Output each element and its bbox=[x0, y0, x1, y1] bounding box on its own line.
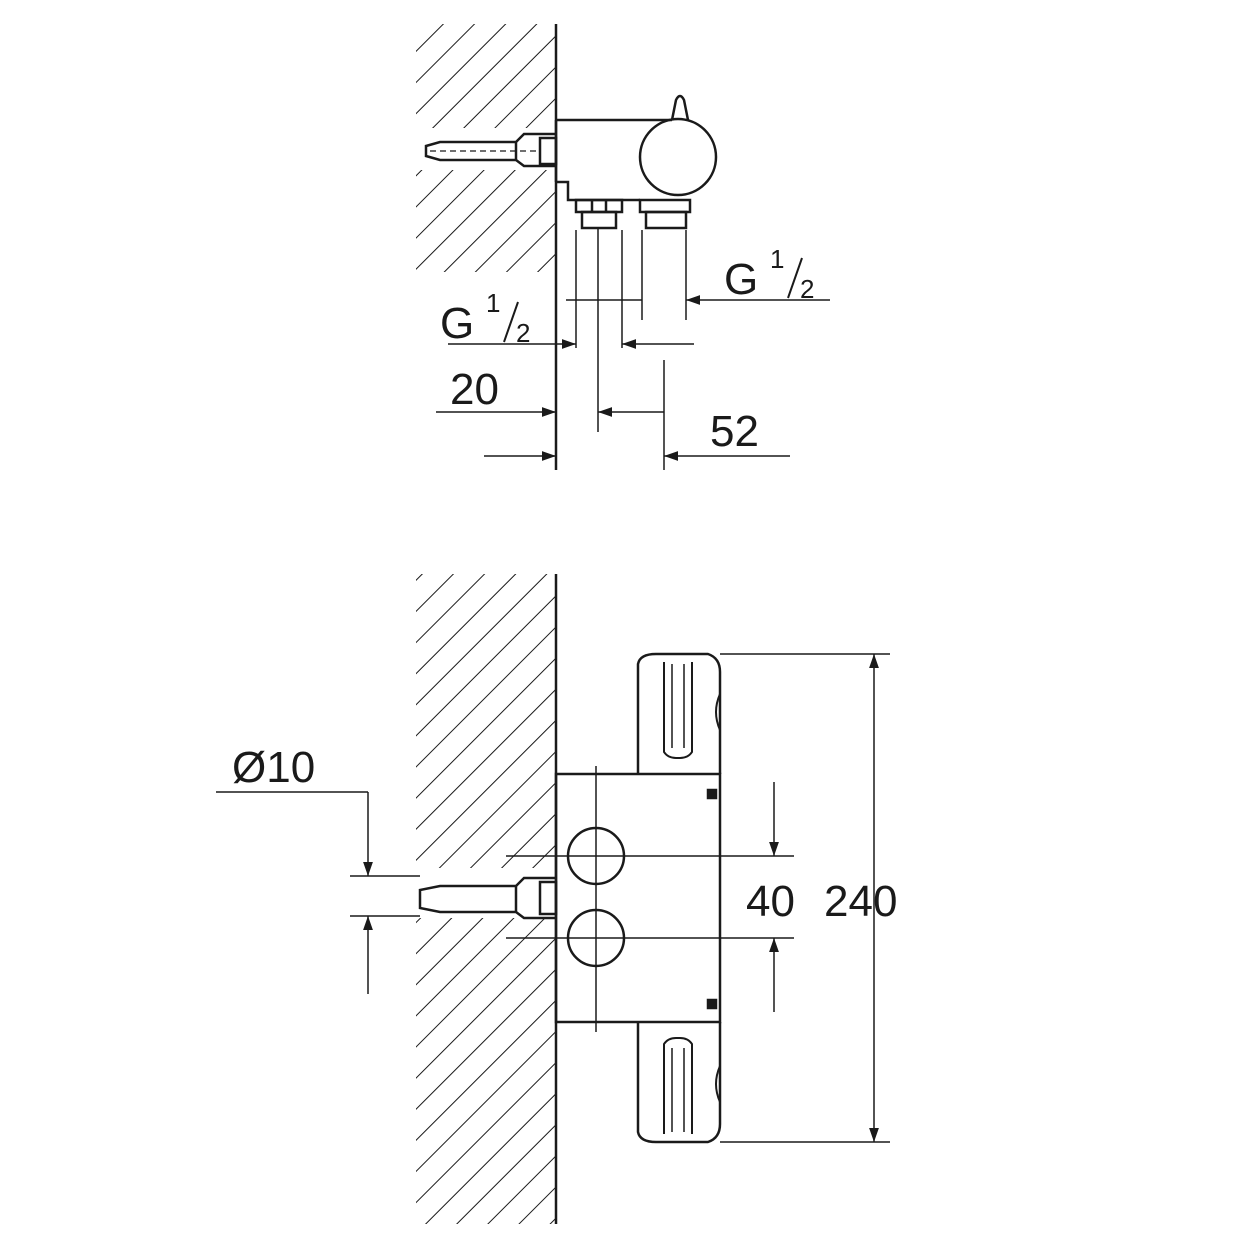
bottom-handle bbox=[636, 1022, 722, 1144]
extension-lines-front bbox=[350, 653, 890, 1143]
dimension-label-240: 240 bbox=[824, 877, 897, 926]
top-view: G 1 2 G 1 2 20 52 bbox=[416, 24, 830, 470]
dimension-label-52: 52 bbox=[710, 407, 759, 456]
thread-label-left: G 1 2 bbox=[440, 288, 530, 348]
thread-numerator: 1 bbox=[770, 244, 784, 274]
dimension-label-40: 40 bbox=[746, 877, 795, 926]
thread-letter: G bbox=[440, 299, 474, 348]
thread-label-right: G 1 2 bbox=[724, 244, 814, 304]
dimension-label-20: 20 bbox=[450, 365, 499, 414]
handle-knob bbox=[638, 117, 718, 197]
top-handle bbox=[636, 652, 722, 774]
wall-anchor-front bbox=[418, 876, 558, 920]
dimension-lines-top bbox=[436, 295, 830, 461]
dimension-label-diameter: Ø10 bbox=[232, 743, 315, 792]
outlet-connectors bbox=[574, 198, 692, 470]
thread-numerator: 1 bbox=[486, 288, 500, 318]
mixer-body-front bbox=[554, 652, 722, 1144]
thread-denominator: 2 bbox=[516, 318, 530, 348]
front-view: Ø10 40 240 bbox=[216, 574, 897, 1224]
thread-letter: G bbox=[724, 255, 758, 304]
mixer-body-top bbox=[554, 94, 718, 202]
wall-section-front bbox=[416, 574, 558, 1224]
wall-anchor-top bbox=[424, 132, 558, 168]
dimension-lines-front bbox=[216, 654, 879, 1142]
thread-denominator: 2 bbox=[800, 274, 814, 304]
wall-section-top bbox=[416, 24, 558, 470]
